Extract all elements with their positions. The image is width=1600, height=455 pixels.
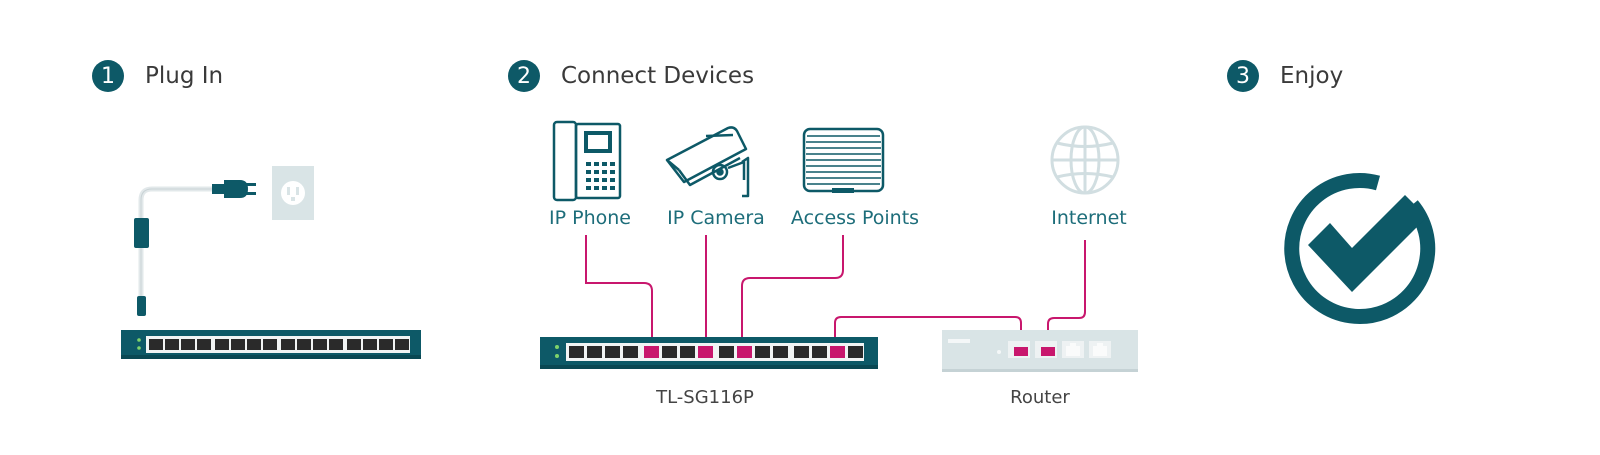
step-2-label: Connect Devices bbox=[561, 63, 755, 89]
router-caption: Router bbox=[1010, 387, 1070, 408]
step-2-number: 2 bbox=[508, 60, 540, 92]
power-outlet-icon bbox=[272, 166, 314, 220]
step-1: 1 Plug In bbox=[92, 60, 223, 92]
power-cord-icon bbox=[134, 180, 256, 316]
ethernet-cables bbox=[585, 235, 1086, 348]
step-3-number: 3 bbox=[1227, 60, 1259, 92]
step-3-label: Enjoy bbox=[1280, 63, 1344, 89]
device-label-internet: Internet bbox=[1051, 207, 1127, 229]
step-1-label: Plug In bbox=[145, 63, 224, 89]
step-1-number: 1 bbox=[92, 60, 124, 92]
desk-phone-icon bbox=[552, 120, 622, 202]
step-3: 3 Enjoy bbox=[1227, 60, 1343, 92]
switch-model-caption: TL-SG116P bbox=[656, 387, 754, 408]
device-label-ip-camera: IP Camera bbox=[667, 207, 765, 229]
step-2: 2 Connect Devices bbox=[508, 60, 754, 92]
device-label-access-points: Access Points bbox=[790, 207, 920, 229]
globe-icon bbox=[1050, 125, 1120, 195]
network-switch-step1 bbox=[121, 330, 421, 359]
access-point-icon bbox=[802, 127, 885, 193]
device-label-ip-phone: IP Phone bbox=[549, 207, 631, 229]
checkmark-icon bbox=[1284, 173, 1436, 324]
network-switch-tl-sg116p bbox=[540, 337, 878, 369]
security-camera-icon bbox=[665, 126, 750, 198]
router-icon bbox=[942, 330, 1138, 372]
